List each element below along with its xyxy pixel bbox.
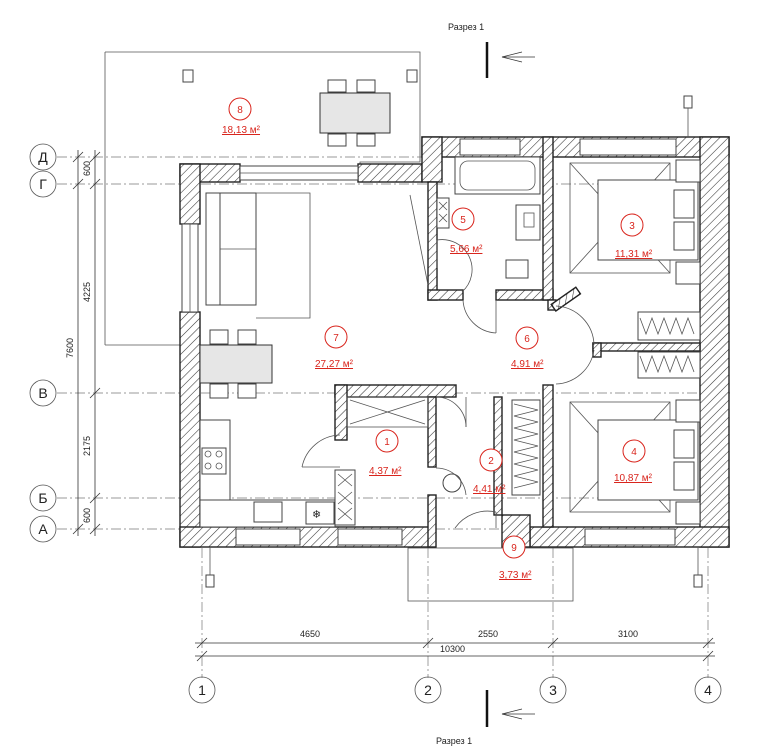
hall-doors xyxy=(435,305,595,428)
kitchen-sink xyxy=(253,501,283,523)
dim-4225: 4225 xyxy=(82,282,92,302)
section-label-bottom: Разрез 1 xyxy=(436,736,472,746)
room-labels: 8 18,13 м² 5 5,66 м² 3 11,31 м² 7 27,27 … xyxy=(222,97,653,581)
axis-letter-d: Д xyxy=(38,149,48,165)
dim-2550: 2550 xyxy=(478,629,498,639)
terrace-table xyxy=(319,92,391,134)
wardrobe-lower xyxy=(637,351,701,379)
svg-text:2: 2 xyxy=(488,456,494,467)
toilet xyxy=(505,259,529,279)
window-kitchen-2 xyxy=(337,528,403,546)
dim-7600: 7600 xyxy=(65,338,75,358)
axis-bubbles-letters: Д Г В Б А xyxy=(29,143,57,543)
axis-letter-g: Г xyxy=(39,176,47,192)
washer xyxy=(436,197,450,229)
svg-text:18,13 м²: 18,13 м² xyxy=(222,125,261,136)
room-label-7: 7 27,27 м² xyxy=(315,325,354,370)
svg-text:6: 6 xyxy=(524,334,530,345)
svg-text:8: 8 xyxy=(237,105,243,116)
snowflake-icon: ❄ xyxy=(312,509,321,521)
svg-text:4,91 м²: 4,91 м² xyxy=(511,359,544,370)
light-posts xyxy=(205,95,703,588)
svg-text:3: 3 xyxy=(629,221,635,232)
room-label-4: 4 10,87 м² xyxy=(614,439,653,484)
svg-text:3,73 м²: 3,73 м² xyxy=(499,570,532,581)
living-room-furniture: ❄ xyxy=(199,192,356,528)
fridge xyxy=(305,501,335,525)
svg-text:7: 7 xyxy=(333,333,339,344)
axis-number-1: 1 xyxy=(198,682,206,698)
dining-table xyxy=(199,344,273,384)
dim-10300: 10300 xyxy=(440,644,465,654)
room-2-details xyxy=(435,467,497,529)
svg-text:27,27 м²: 27,27 м² xyxy=(315,359,354,370)
window-kitchen-1 xyxy=(235,528,301,546)
room-label-5: 5 5,66 м² xyxy=(450,207,483,255)
window-bedroom-4 xyxy=(584,528,676,546)
porch-outline xyxy=(407,547,574,602)
bedroom-4-furniture xyxy=(569,399,701,525)
room-label-6: 6 4,91 м² xyxy=(511,326,544,370)
dim-600-bottom: 600 xyxy=(82,508,92,523)
svg-text:10,87 м²: 10,87 м² xyxy=(614,473,653,484)
bathtub xyxy=(454,156,541,195)
svg-text:11,31 м²: 11,31 м² xyxy=(615,249,653,260)
bathroom-sink xyxy=(515,204,541,241)
bathroom-fixtures xyxy=(409,156,541,334)
windows xyxy=(181,138,677,546)
axis-number-4: 4 xyxy=(704,682,712,698)
svg-text:9: 9 xyxy=(511,543,517,554)
room-1-details xyxy=(301,396,429,468)
dim-2175: 2175 xyxy=(82,436,92,456)
dim-4650: 4650 xyxy=(300,629,320,639)
axis-letter-a: А xyxy=(38,521,48,537)
svg-text:4,37 м²: 4,37 м² xyxy=(369,466,402,477)
section-mark-bottom: Разрез 1 xyxy=(436,690,535,746)
cooktop xyxy=(201,447,227,475)
room-label-2: 2 4,41 м² xyxy=(473,448,506,495)
axis-number-2: 2 xyxy=(424,682,432,698)
axis-letter-v: В xyxy=(38,385,47,401)
svg-text:4,41 м²: 4,41 м² xyxy=(473,484,506,495)
door-swing-entrance xyxy=(454,510,497,529)
axis-number-3: 3 xyxy=(549,682,557,698)
svg-text:5: 5 xyxy=(460,215,466,226)
terrace-outline xyxy=(104,51,421,346)
svg-text:1: 1 xyxy=(384,437,390,448)
terrace-post-right xyxy=(406,69,418,83)
section-mark-top: Разрез 1 xyxy=(448,22,535,78)
door-swing-bathroom xyxy=(462,299,497,334)
svg-text:4: 4 xyxy=(631,447,637,458)
room-label-3: 3 11,31 м² xyxy=(615,213,653,260)
axis-bubbles-numbers: 1 2 3 4 xyxy=(188,676,722,704)
wardrobe-upper xyxy=(637,311,701,341)
wardrobe-room2 xyxy=(511,399,541,496)
dim-3100: 3100 xyxy=(618,629,638,639)
room-label-1: 1 4,37 м² xyxy=(369,429,402,477)
room-label-9: 9 3,73 м² xyxy=(499,535,532,581)
axis-letter-b: Б xyxy=(38,490,47,506)
window-bathroom xyxy=(459,138,521,156)
section-label-top: Разрез 1 xyxy=(448,22,484,32)
terrace-post-left xyxy=(182,69,194,83)
dimensions-bottom: 4650 2550 3100 10300 xyxy=(195,629,715,662)
wardrobes xyxy=(511,311,701,496)
dim-600-top: 600 xyxy=(82,161,92,176)
window-bedroom-3 xyxy=(579,138,677,156)
svg-text:5,66 м²: 5,66 м² xyxy=(450,244,483,255)
room-label-8: 8 18,13 м² xyxy=(222,97,261,136)
round-fixture xyxy=(442,473,462,493)
dimensions-left: 600 4225 7600 2175 600 xyxy=(65,150,101,536)
door-swing-room1 xyxy=(301,434,341,468)
bedroom-3-furniture xyxy=(569,159,701,285)
